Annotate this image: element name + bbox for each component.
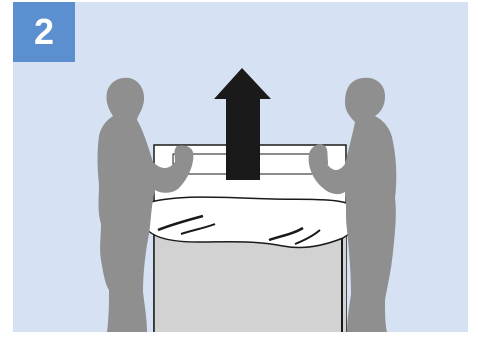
instruction-panel [13,2,468,332]
cover-cloth-icon [143,197,360,247]
step-badge: 2 [13,2,75,62]
step-number: 2 [34,14,54,50]
